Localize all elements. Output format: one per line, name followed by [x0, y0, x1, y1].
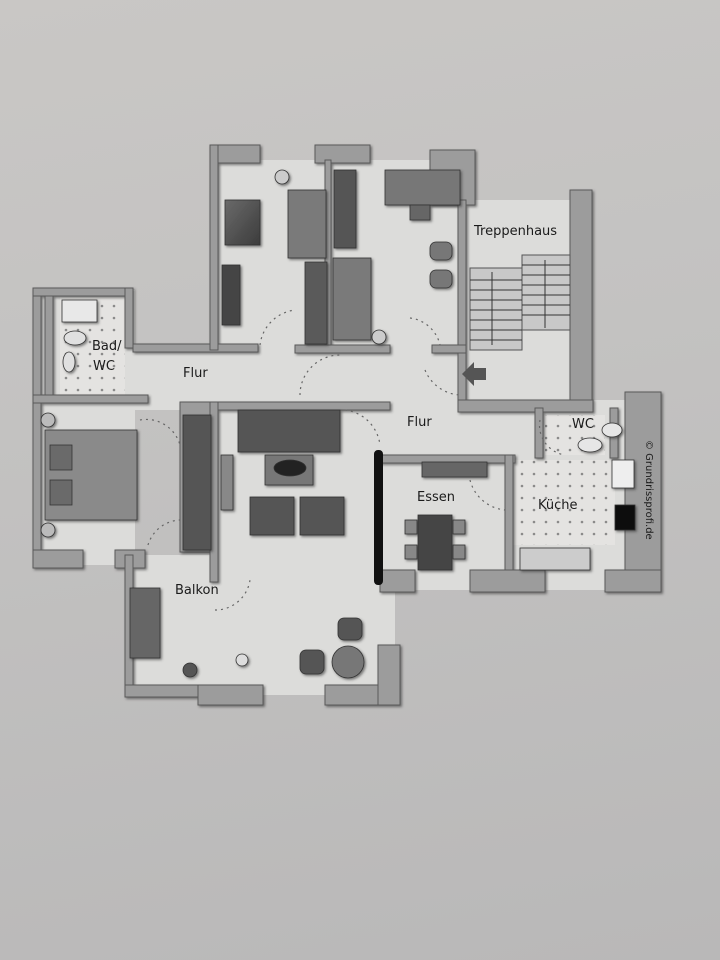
- room-label-flur-west: Flur: [183, 366, 208, 381]
- door-swings: [139, 309, 566, 611]
- room-label-essen: Essen: [417, 490, 455, 505]
- entrance-arrow-icon: [462, 362, 486, 386]
- accent-wall: [374, 450, 383, 585]
- room-label-kueche: Küche: [538, 498, 578, 513]
- room-label-bad-wc-line2: WC: [93, 359, 115, 374]
- room-label-bad-wc-line1: Bad/: [92, 339, 122, 354]
- furniture: [40, 169, 636, 679]
- room-label-flur-east: Flur: [407, 415, 432, 430]
- kueche-floor: [510, 460, 615, 545]
- stairs: [469, 254, 571, 351]
- room-label-wc: WC: [572, 417, 594, 432]
- room-label-balkon: Balkon: [175, 583, 219, 598]
- room-label-treppenhaus: Treppenhaus: [474, 224, 558, 239]
- copyright-notice: © Grundrissprofi.de: [643, 440, 654, 540]
